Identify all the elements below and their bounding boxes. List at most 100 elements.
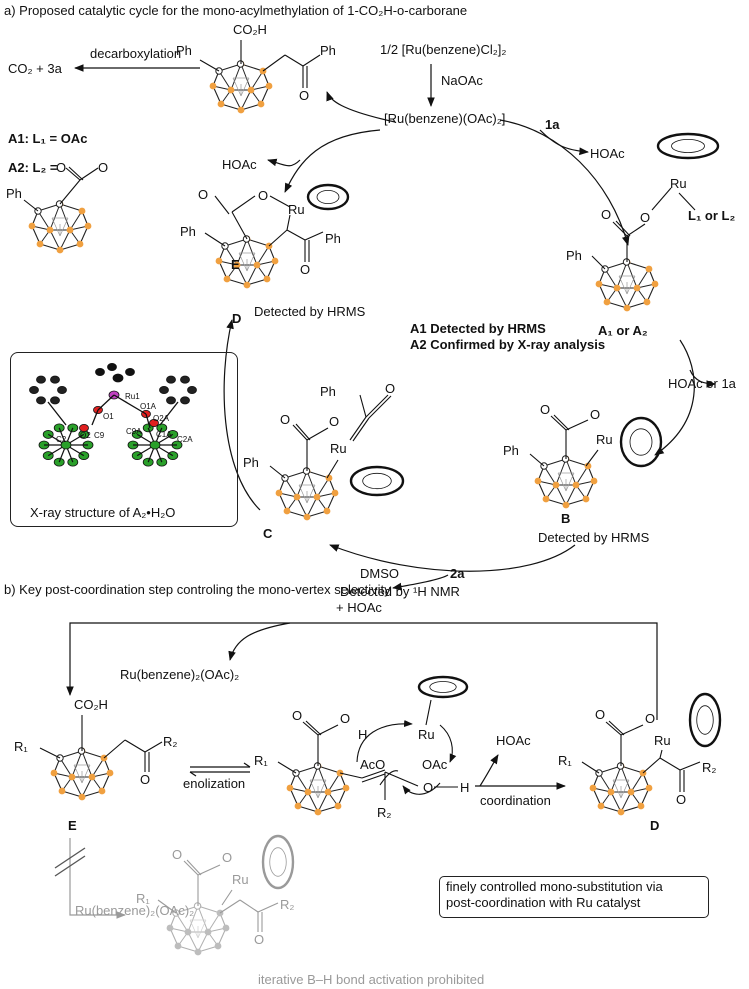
bond	[59, 757, 73, 778]
xray-carbon	[125, 367, 135, 376]
atom-o-enol2: O	[340, 711, 351, 726]
bond	[636, 268, 650, 289]
xray-ortep	[29, 362, 197, 467]
bond	[600, 805, 622, 813]
bond	[220, 103, 242, 111]
bond	[284, 54, 304, 67]
ligand-a1-label: A1: L₁ = OAc	[8, 131, 88, 146]
bond	[256, 245, 270, 266]
bond	[616, 287, 628, 309]
benzene-pi	[362, 472, 392, 490]
bond	[239, 899, 259, 913]
xray-carbon	[50, 396, 60, 405]
bond	[187, 905, 199, 933]
boron-vertex	[590, 477, 598, 485]
boron-vertex	[36, 240, 44, 248]
note-line-2: post-coordination with Ru catalyst	[446, 895, 641, 910]
bond	[626, 223, 646, 237]
xray-atom-label: C2	[56, 435, 67, 444]
benzene-ring	[688, 692, 722, 748]
boron-vertex	[88, 773, 96, 781]
detect-B: Detected by HRMS	[538, 530, 650, 545]
co2-3a-label: CO₂ + 3a	[8, 61, 62, 76]
boron-vertex	[271, 257, 279, 265]
bond	[608, 720, 625, 736]
arrow-equilibrium	[189, 762, 251, 777]
bond	[557, 472, 567, 492]
boron-vertex	[233, 261, 241, 269]
bond	[262, 54, 286, 72]
arrow-catalyst-to-A	[499, 119, 630, 246]
bond	[71, 776, 83, 798]
boron-vertex	[294, 802, 302, 810]
bond	[302, 54, 321, 67]
precatalyst-label: 1/2 [Ru(benzene)Cl₂]₂	[380, 42, 507, 57]
atom-ru-enol: Ru	[418, 727, 435, 742]
atom-o-Db3: O	[676, 792, 687, 807]
bond	[659, 757, 681, 771]
bond	[230, 89, 242, 111]
hoac-or-1a-label: HOAc or 1a	[668, 376, 736, 391]
atom-o-A2b: O	[98, 160, 109, 175]
bond	[268, 229, 288, 247]
boron-vertex	[651, 280, 659, 288]
benzene-ring	[656, 132, 720, 160]
boron-vertex	[534, 477, 542, 485]
bond	[250, 70, 264, 91]
bond	[157, 899, 177, 914]
bond	[606, 301, 628, 309]
boron-vertex	[303, 513, 311, 521]
bond	[610, 791, 622, 813]
atom-r2-grey: R₂	[280, 897, 295, 912]
plus-hoac-label: + HOAc	[336, 600, 382, 615]
atom-o-Db1: O	[595, 707, 606, 722]
bond	[68, 166, 84, 181]
xray-carbon	[166, 396, 176, 405]
xray-atom-label: O1A	[140, 402, 157, 411]
boron-vertex	[643, 298, 651, 306]
bond	[368, 395, 392, 419]
arrow-D-to-E	[267, 91, 396, 193]
boron-vertex	[76, 240, 84, 248]
atom-ph2-E: Ph	[320, 43, 336, 58]
boron-vertex	[627, 788, 635, 796]
molecule-E-b	[50, 747, 114, 801]
xray-carbon	[159, 385, 169, 394]
bond	[240, 77, 250, 97]
benzene-pi	[316, 189, 340, 204]
bond	[317, 805, 339, 813]
bond	[23, 199, 39, 212]
bond	[218, 70, 232, 91]
atom-h-enol: H	[358, 727, 368, 742]
atom-oac: OAc	[422, 757, 448, 772]
detect-C: Detected by ¹H NMR	[340, 584, 460, 599]
label-L: L₁ or L₂	[688, 208, 736, 223]
bond	[49, 203, 61, 231]
bond	[214, 195, 230, 215]
dmso-label: DMSO	[360, 566, 399, 581]
benzene-pi	[429, 681, 457, 693]
bond	[575, 465, 589, 486]
bond	[616, 261, 628, 289]
boron-vertex	[617, 808, 625, 816]
boron-vertex	[50, 769, 58, 777]
bond	[197, 931, 209, 953]
xray-oxygen	[79, 423, 89, 432]
additive-label: NaOAc	[441, 73, 483, 88]
detect-A1: A1 Detected by HRMS	[410, 321, 546, 336]
boron-vertex	[607, 788, 615, 796]
atom-ph-D: Ph	[180, 224, 196, 239]
bond	[81, 764, 91, 784]
section-b-title: b) Key post-coordination step controling…	[4, 582, 391, 597]
bond	[550, 415, 567, 431]
atom-ru-C: Ru	[330, 441, 347, 456]
bond	[277, 761, 297, 774]
bond	[626, 287, 638, 309]
benzene-pi	[629, 428, 653, 456]
bond	[543, 465, 557, 486]
bond	[81, 790, 103, 798]
bond	[306, 470, 318, 498]
bond	[297, 805, 319, 813]
bond	[620, 765, 644, 774]
bond	[186, 859, 202, 876]
